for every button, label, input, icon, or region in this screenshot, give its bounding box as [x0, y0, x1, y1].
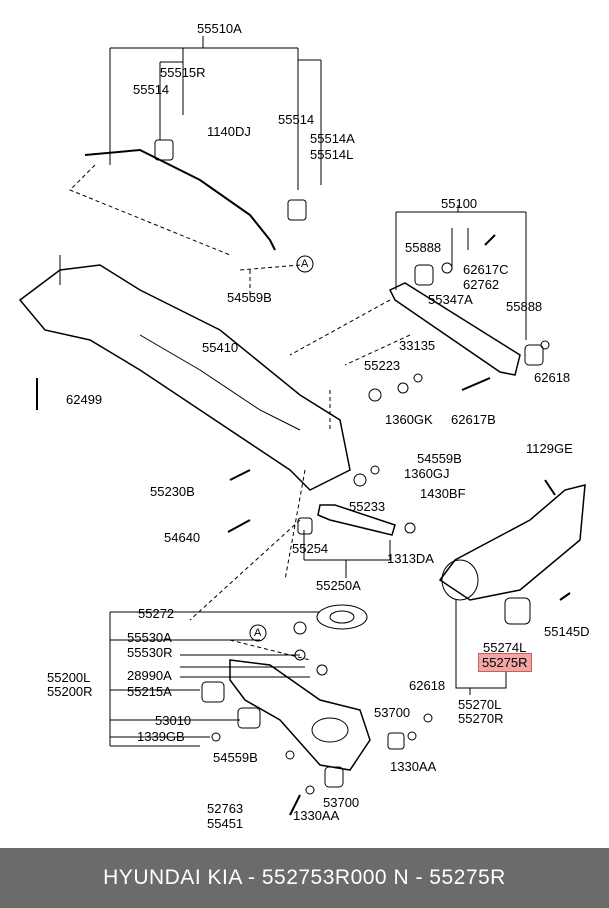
label-1140dj: 1140DJ — [207, 124, 251, 139]
label-55200r: 55200R — [47, 684, 93, 699]
label-55514l: 55514L — [310, 147, 354, 162]
label-1313da: 1313DA — [387, 551, 434, 566]
label-55272: 55272 — [138, 606, 175, 621]
label-54559b-bottom: 54559B — [213, 750, 258, 765]
label-62617c: 62617C — [463, 262, 509, 277]
label-62762: 62762 — [463, 277, 500, 292]
label-1360gk: 1360GK — [385, 412, 433, 427]
label-55100: 55100 — [441, 196, 478, 211]
label-55233: 55233 — [349, 499, 386, 514]
diagram-drawing — [18, 36, 586, 816]
label-1430bf: 1430BF — [420, 486, 466, 501]
label-55254: 55254 — [292, 541, 329, 556]
label-1360gj: 1360GJ — [404, 466, 450, 481]
label-55230b: 55230B — [150, 484, 195, 499]
label-53700-lower: 53700 — [323, 795, 360, 810]
label-55530a: 55530A — [127, 630, 172, 645]
part-number-footer: HYUNDAI KIA - 552753R000 N - 55275R — [0, 848, 609, 908]
label-52763: 52763 — [207, 801, 244, 816]
parts-diagram: 55510A 55515R 55514 1140DJ 55514 55514A … — [18, 21, 590, 831]
label-53700-upper: 53700 — [374, 705, 411, 720]
label-62618-bottom: 62618 — [409, 678, 446, 693]
label-55888-right: 55888 — [506, 299, 543, 314]
label-55515r: 55515R — [160, 65, 206, 80]
label-54559b-mid: 54559B — [417, 451, 462, 466]
label-33135: 33135 — [399, 338, 436, 353]
label-55514-left: 55514 — [133, 82, 170, 97]
label-55451: 55451 — [207, 816, 244, 831]
label-1129ge: 1129GE — [526, 441, 573, 456]
label-55410: 55410 — [202, 340, 239, 355]
label-54559b-top: 54559B — [227, 290, 272, 305]
marker-a-top: A — [301, 258, 309, 270]
marker-a-bottom: A — [254, 627, 262, 639]
label-55223: 55223 — [364, 358, 401, 373]
label-55514-right: 55514 — [278, 112, 315, 127]
label-55270l: 55270L — [458, 697, 502, 712]
label-62617b: 62617B — [451, 412, 496, 427]
label-55270r: 55270R — [458, 711, 504, 726]
label-55530r: 55530R — [127, 645, 173, 660]
label-55215a: 55215A — [127, 684, 172, 699]
label-55510a: 55510A — [197, 21, 242, 36]
label-54640: 54640 — [164, 530, 201, 545]
label-28990a: 28990A — [127, 668, 172, 683]
label-1339gb: 1339GB — [137, 729, 185, 744]
label-1330aa-upper: 1330AA — [390, 759, 437, 774]
label-55250a: 55250A — [316, 578, 361, 593]
label-62499: 62499 — [66, 392, 103, 407]
label-55888-left: 55888 — [405, 240, 442, 255]
label-55145d: 55145D — [544, 624, 590, 639]
label-55274l: 55274L — [483, 640, 527, 655]
label-55514a: 55514A — [310, 131, 355, 146]
label-55347a: 55347A — [428, 292, 473, 307]
label-53010: 53010 — [155, 713, 192, 728]
label-55275r-highlighted: 55275R — [478, 653, 532, 672]
label-55200l: 55200L — [47, 670, 91, 685]
label-62618-top: 62618 — [534, 370, 571, 385]
label-1330aa-lower: 1330AA — [293, 808, 340, 823]
